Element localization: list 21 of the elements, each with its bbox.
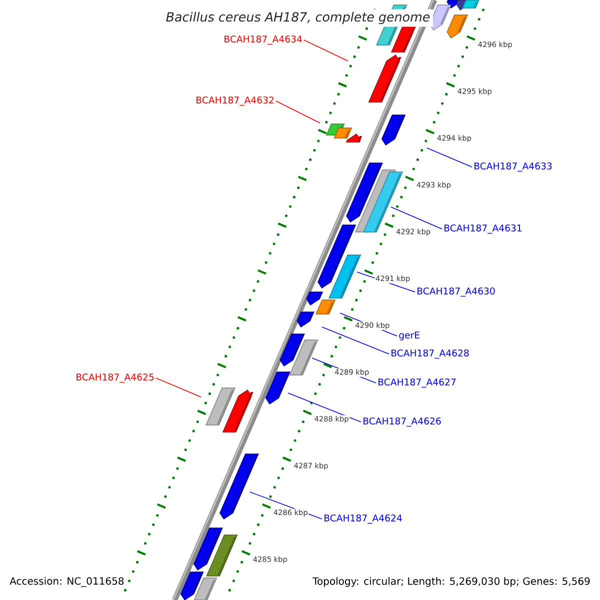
- leader-line: [156, 378, 202, 398]
- genome-info-text: Topology: circular; Length: 5,269,030 bp; Genes: 5,569: [311, 576, 592, 588]
- gene-label: BCAH187_A4626: [364, 417, 441, 427]
- gene-label: BCAH187_A4628: [392, 349, 469, 359]
- gene-label: BCAH187_A4624: [324, 514, 402, 524]
- leader-line: [288, 392, 362, 422]
- gene-label: BCAH187_A4630: [418, 287, 495, 297]
- leader-line: [276, 100, 320, 124]
- leader-line: [322, 326, 390, 354]
- leader-line: [426, 148, 472, 168]
- gene-label: BCAH187_A4631: [444, 224, 522, 234]
- gene-label: BCAH187_A4633: [474, 162, 552, 172]
- leader-line: [304, 40, 348, 62]
- gene-label: BCAH187_A4632: [196, 96, 274, 106]
- accession-text: Accession: NC_011658: [8, 576, 126, 588]
- gene-label: BCAH187_A4627: [378, 378, 456, 388]
- gene-label: BCAH187_A4634: [224, 35, 302, 45]
- gene-label: gerE: [399, 332, 420, 340]
- title: Bacillus cereus AH187, complete genome: [163, 9, 433, 27]
- gene-label: BCAH187_A4625: [76, 373, 154, 383]
- leader-line: [390, 206, 442, 230]
